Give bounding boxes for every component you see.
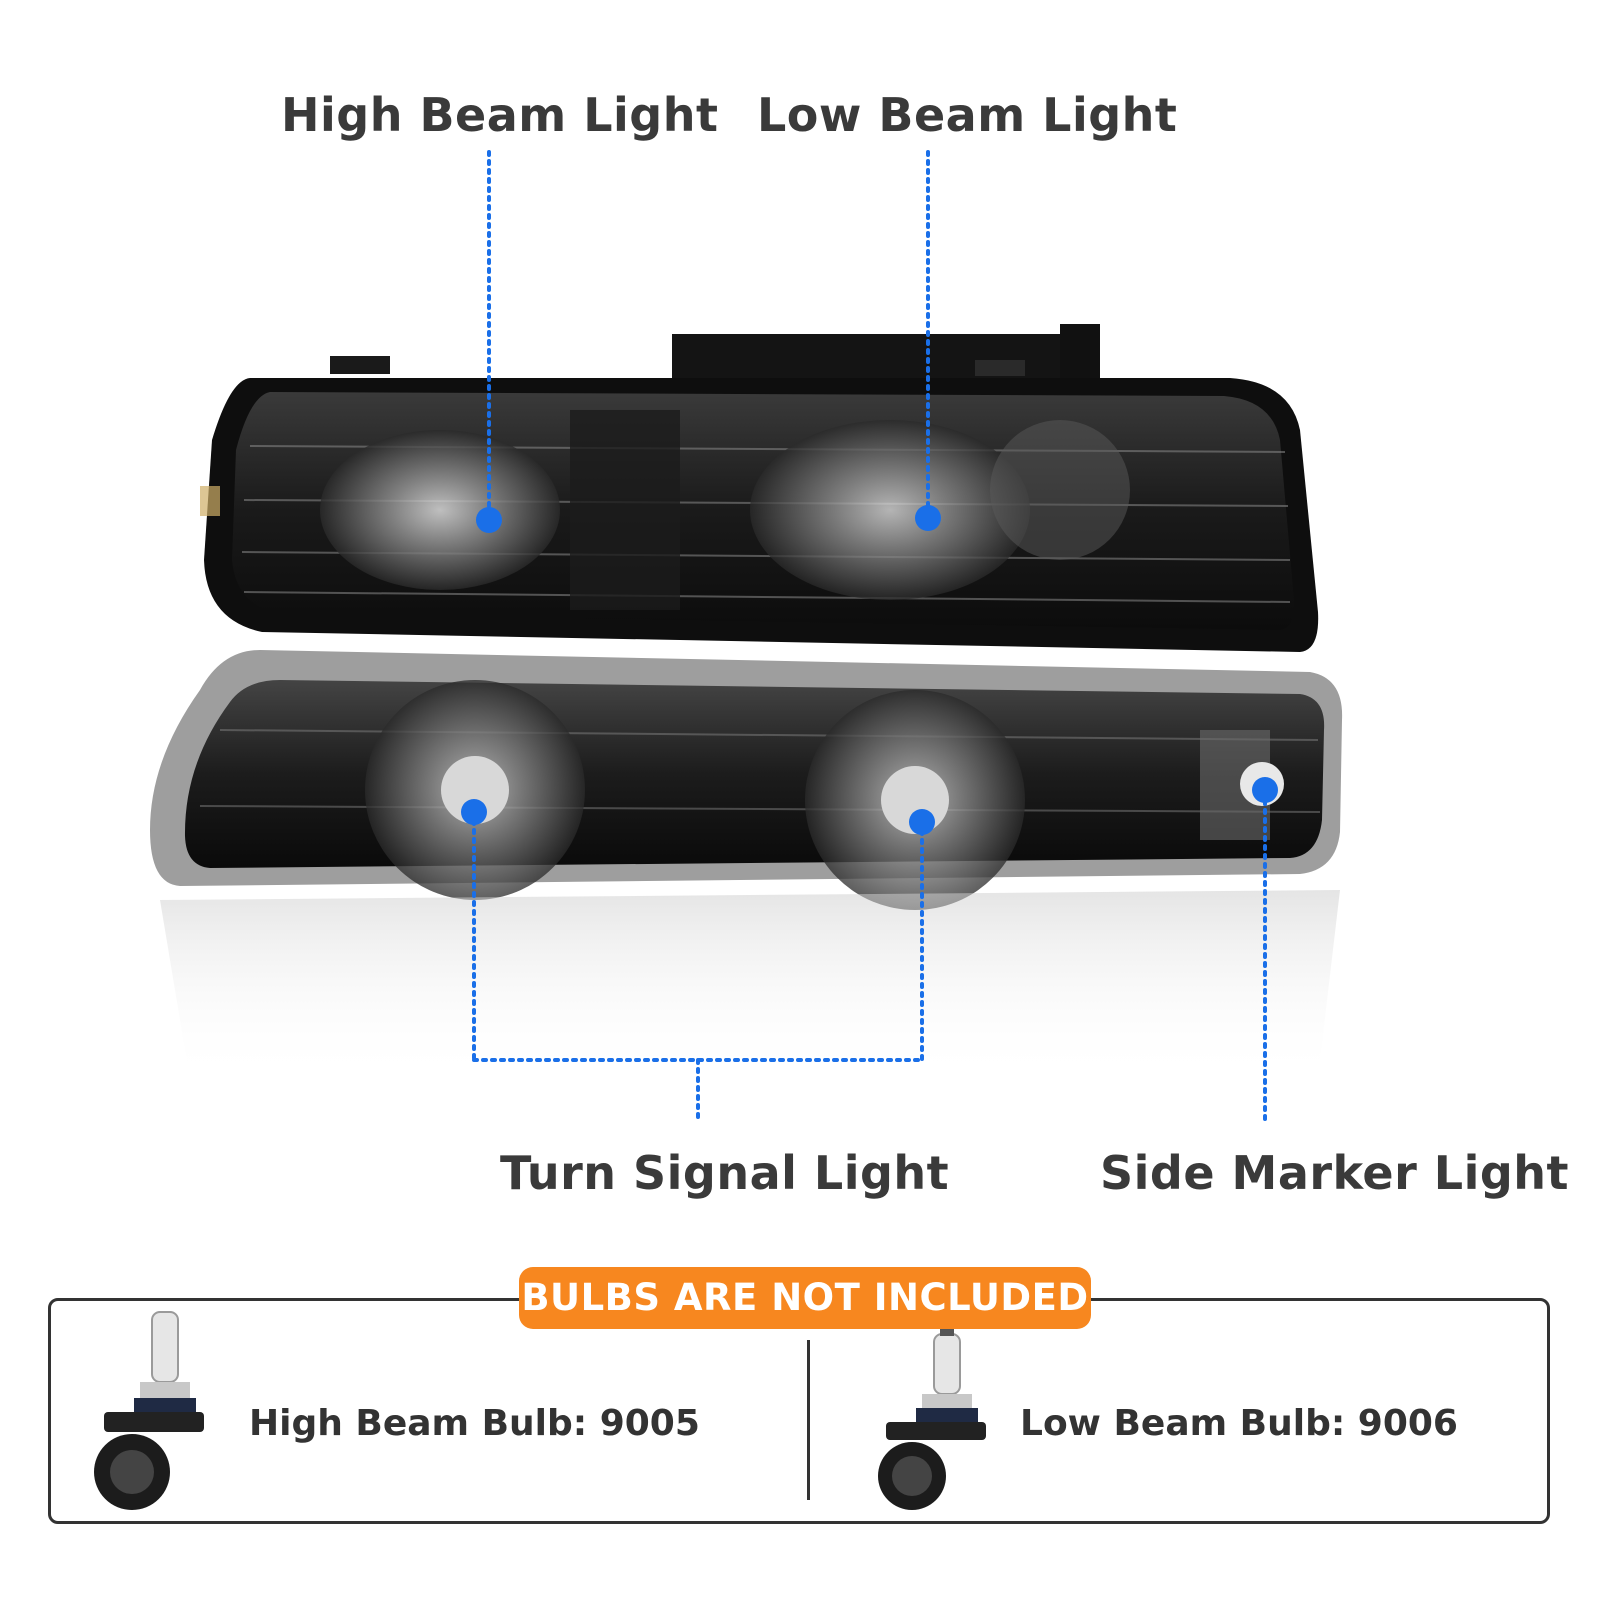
low-beam-bulb-image: [878, 1326, 986, 1510]
bulbs-not-included-badge: BULBS ARE NOT INCLUDED: [519, 1267, 1091, 1329]
high-beam-dot: [476, 507, 502, 533]
high-beam-bulb-label: High Beam Bulb: 9005: [249, 1403, 700, 1444]
high-beam-light-label: High Beam Light: [281, 88, 719, 142]
floor-reflection: [160, 890, 1340, 1080]
callout-lines: [472, 150, 1267, 1124]
high-beam-bulb-image: [94, 1311, 204, 1510]
turn-signal-dot-right: [909, 809, 935, 835]
low-beam-dot: [915, 505, 941, 531]
turn-signal-dot-left: [461, 799, 487, 825]
low-beam-light-label: Low Beam Light: [757, 88, 1178, 142]
headlight-housing: [200, 378, 1319, 652]
turn-signal-light-label: Turn Signal Light: [500, 1146, 950, 1200]
bulb-info-divider: [807, 1340, 810, 1500]
bumper-light-housing: [150, 650, 1343, 910]
side-marker-light-label: Side Marker Light: [1100, 1146, 1570, 1200]
low-beam-bulb-label: Low Beam Bulb: 9006: [1020, 1403, 1458, 1444]
side-marker-dot: [1252, 777, 1278, 803]
headlight-mount-bracket: [330, 324, 1100, 384]
